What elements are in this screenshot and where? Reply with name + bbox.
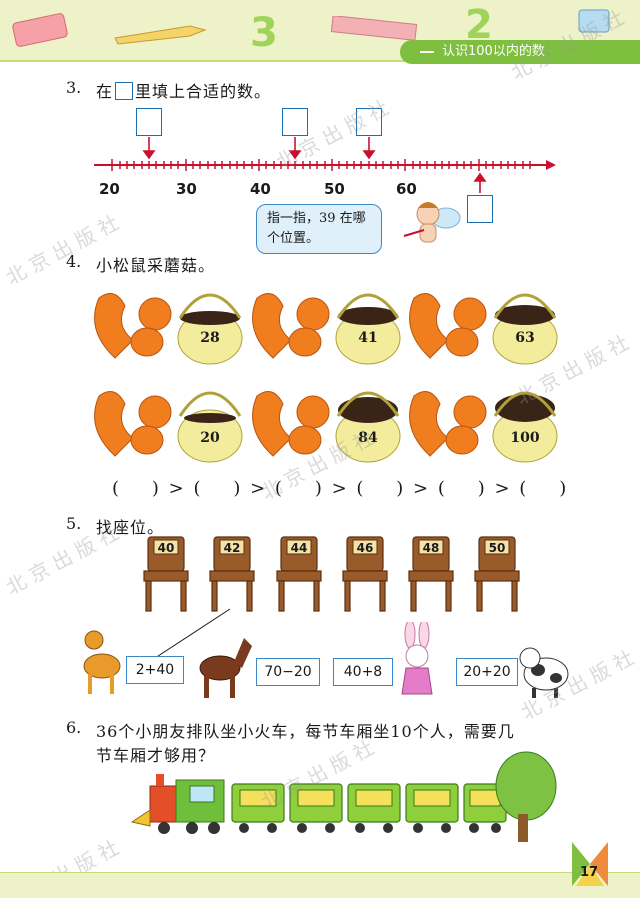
pencil-sharpener-icon (12, 13, 68, 47)
squirrel-basket-5 (252, 391, 401, 463)
cow-icon (519, 647, 569, 698)
train (130, 774, 507, 834)
deer-icon (83, 630, 121, 694)
watermark: 北京出版社 (1, 207, 128, 290)
connect-line (151, 608, 231, 661)
expr-box-3[interactable]: 40+8 (333, 658, 393, 686)
answer-box-3[interactable] (356, 108, 382, 136)
number-line (94, 137, 556, 193)
chapter-tab: 认识100以内的数 (400, 40, 640, 64)
deco-number-3: 3 (250, 10, 278, 56)
chair-number-48: 48 (422, 541, 440, 555)
ticks (111, 159, 531, 171)
q6-line2: 节车厢才够用？ (96, 746, 216, 765)
locomotive-icon (130, 774, 225, 827)
q6-number: 6. (66, 718, 82, 737)
page-corner-icon (572, 842, 608, 886)
chairs-row (143, 536, 520, 612)
answer-box-1[interactable] (136, 108, 162, 136)
squirrel-basket-4 (94, 391, 243, 463)
horse-icon (199, 638, 252, 698)
basket-number-28: 28 (200, 330, 220, 346)
answer-box-2[interactable] (282, 108, 308, 136)
expr-box-2[interactable]: 70−20 (256, 658, 320, 686)
cupid-icon (403, 202, 461, 243)
basket-number-63: 63 (515, 330, 535, 346)
q3-instruction: 在里填上合适的数。 (96, 82, 272, 101)
basket-number-84: 84 (358, 430, 378, 446)
chair-number-40: 40 (157, 541, 175, 555)
header-band: 3 2 (0, 0, 640, 62)
chair-number-50: 50 (488, 541, 506, 555)
arrows-down (142, 137, 487, 193)
ruler-icon (330, 16, 418, 41)
tick-label-20: 20 (99, 180, 120, 198)
q5-instruction: 找座位。 (96, 518, 165, 537)
answer-box-4[interactable] (467, 195, 493, 223)
hint-bubble: 指一指，39 在哪个位置。 (256, 204, 382, 254)
squirrel-basket-3 (409, 293, 558, 365)
q4-number: 4. (66, 252, 82, 271)
expr-box-4[interactable]: 20+20 (456, 658, 518, 686)
chair-number-42: 42 (223, 541, 241, 555)
watermark: 北京出版社 (1, 517, 128, 600)
tree-icon (495, 751, 557, 842)
tick-label-50: 50 (324, 180, 345, 198)
tick-label-40: 40 (250, 180, 271, 198)
chapter-title: 认识100以内的数 (442, 44, 545, 59)
wheels (158, 822, 501, 834)
pencil-icon (114, 25, 207, 45)
q6-line1: 36个小朋友排队坐小火车，每节车厢坐10个人，需要几 (96, 722, 515, 741)
tick-label-60: 60 (396, 180, 417, 198)
calculator-icon (578, 9, 610, 33)
footer-band (0, 872, 640, 898)
tick-label-30: 30 (176, 180, 197, 198)
q4-instruction: 小松鼠采蘑菇。 (96, 256, 216, 275)
chair-number-46: 46 (356, 541, 374, 555)
squirrel-basket-2 (252, 293, 401, 365)
basket-number-100: 100 (510, 430, 540, 446)
rabbit-icon (401, 622, 433, 695)
page-number: 17 (579, 865, 599, 880)
compare-answer-row[interactable]: ( ) > ( ) > ( ) > ( ) > ( ) > ( ) (112, 478, 569, 499)
q5-number: 5. (66, 514, 82, 533)
squirrel-basket-1 (94, 293, 243, 365)
chair-number-44: 44 (290, 541, 308, 555)
q3-number: 3. (66, 78, 82, 97)
expr-box-1[interactable]: 2+40 (126, 656, 184, 684)
instruction-box-icon (115, 82, 134, 100)
basket-number-41: 41 (358, 330, 378, 346)
basket-number-20: 20 (200, 430, 220, 446)
squirrel-basket-6 (409, 391, 558, 463)
